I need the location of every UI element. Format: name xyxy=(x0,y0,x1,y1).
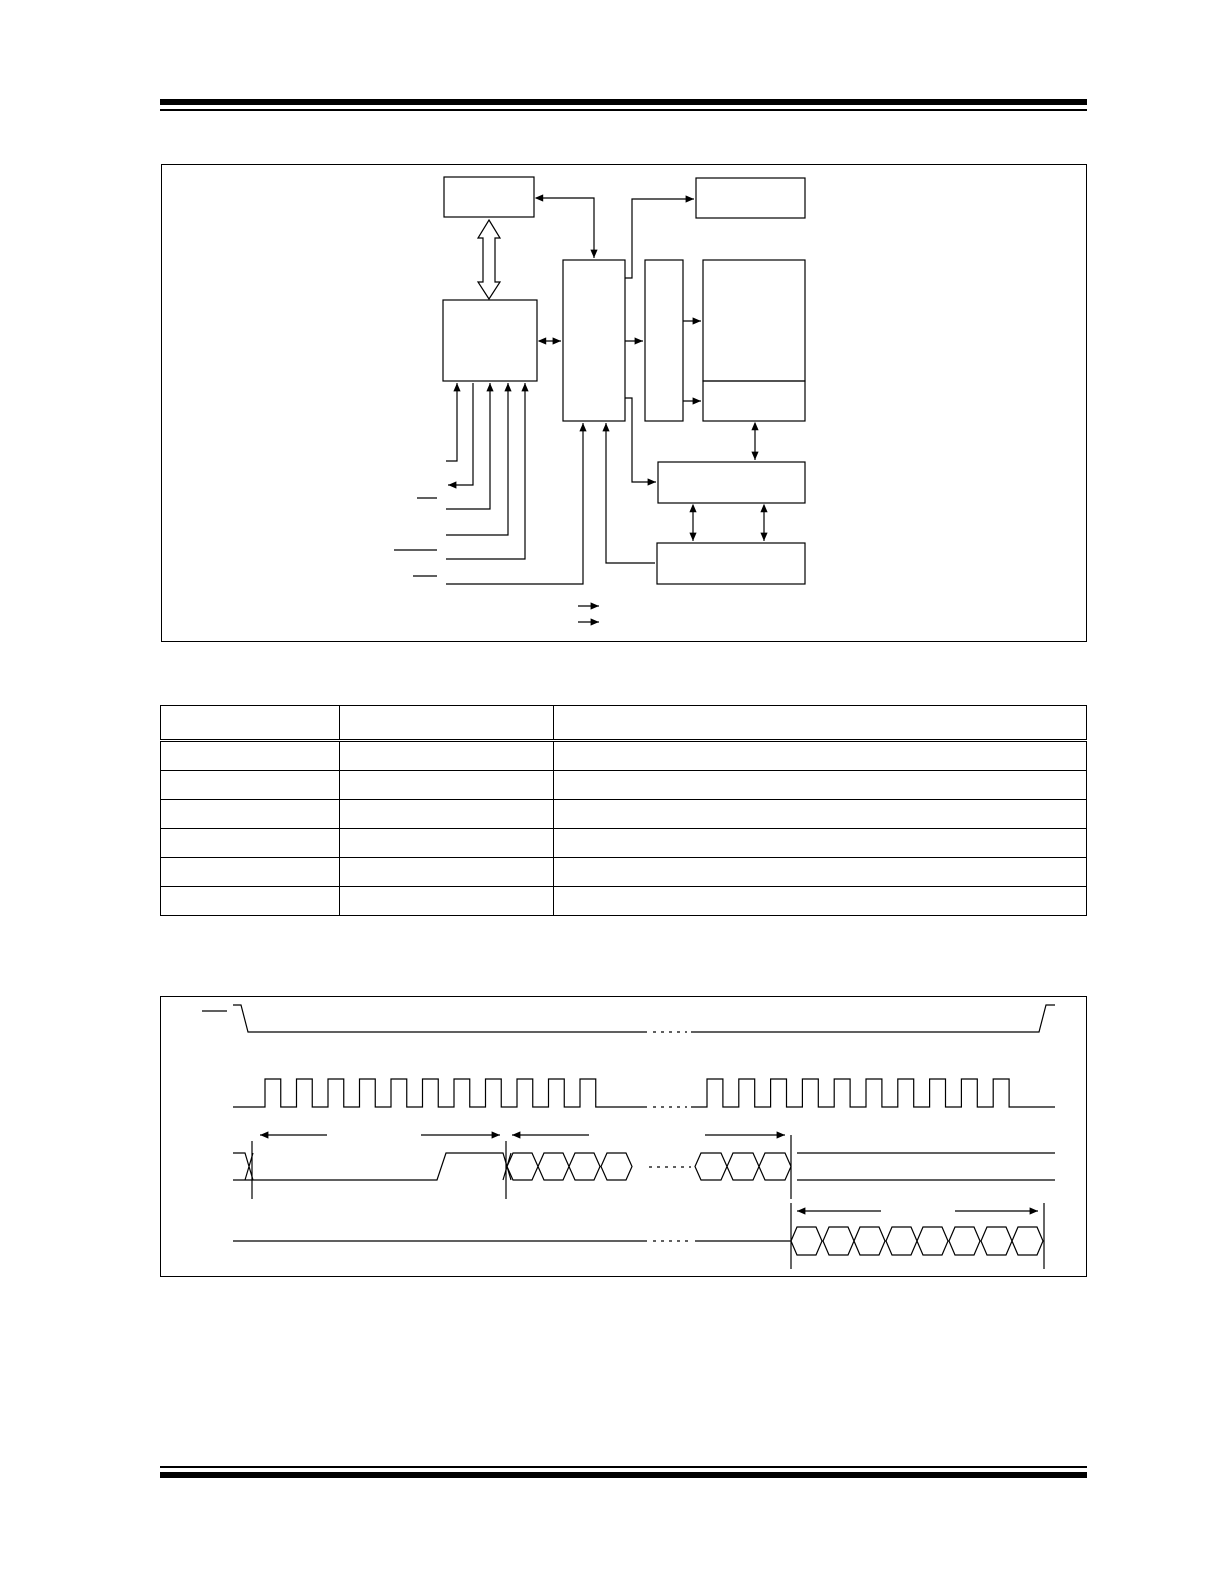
table-row xyxy=(160,770,1087,800)
data-out-bit xyxy=(853,1226,886,1256)
data-in-bit xyxy=(726,1152,760,1181)
bus-double-arrow xyxy=(476,218,502,301)
table-cell xyxy=(553,740,1087,771)
timing-diagram xyxy=(202,1004,1055,1269)
header-rule-thick xyxy=(160,99,1087,105)
footer-rule-thin xyxy=(160,1466,1087,1468)
table-cell xyxy=(553,770,1087,800)
table-cell xyxy=(160,740,340,771)
data-in-waveform xyxy=(233,1152,512,1181)
table-cell xyxy=(339,886,554,916)
data-in-bit xyxy=(600,1152,633,1181)
table-cell xyxy=(553,799,1087,829)
data-out-bit xyxy=(916,1226,949,1256)
data-out-bit xyxy=(885,1226,918,1256)
block-top-right xyxy=(695,177,806,219)
block-left-logic xyxy=(442,299,538,382)
data-in-bit xyxy=(758,1152,792,1181)
table-cell xyxy=(160,799,340,829)
cs-waveform xyxy=(233,1004,647,1033)
table-cell xyxy=(160,828,340,858)
clock-waveform xyxy=(233,1078,647,1108)
data-in-bit xyxy=(537,1152,570,1181)
table-header-row xyxy=(160,705,1087,742)
table-header-cell xyxy=(553,705,1087,742)
table-cell xyxy=(339,799,554,829)
table-cell xyxy=(160,770,340,800)
table-row xyxy=(160,828,1087,858)
data-out-bit xyxy=(948,1226,981,1256)
header-rule-thin xyxy=(160,109,1087,111)
data-in-bit xyxy=(506,1152,539,1181)
block-top-left xyxy=(443,176,535,218)
data-out-bit xyxy=(980,1226,1013,1256)
table-row xyxy=(160,740,1087,771)
block-bottom-right xyxy=(656,542,806,585)
timing-diagram-frame xyxy=(160,996,1087,1277)
block-memory-array xyxy=(702,259,806,382)
data-out-bit xyxy=(1011,1226,1044,1256)
data-out-bit xyxy=(822,1226,855,1256)
block-center-control xyxy=(562,259,626,422)
data-in-bit xyxy=(694,1152,728,1181)
block-diagram xyxy=(394,176,806,626)
table-header-cell xyxy=(160,705,340,742)
table-cell xyxy=(339,828,554,858)
table-cell xyxy=(553,857,1087,887)
table-row xyxy=(160,886,1087,916)
table-cell xyxy=(160,886,340,916)
table-cell xyxy=(553,828,1087,858)
table-row xyxy=(160,799,1087,829)
table-cell xyxy=(339,770,554,800)
pin-function-table xyxy=(160,705,1087,916)
block-mid-right xyxy=(657,461,806,504)
table-header-cell xyxy=(339,705,554,742)
table-row xyxy=(160,857,1087,887)
block-memory-bottom xyxy=(702,380,806,422)
table-cell xyxy=(339,857,554,887)
table-cell xyxy=(339,740,554,771)
data-in-bit xyxy=(568,1152,601,1181)
data-out-bit xyxy=(790,1226,823,1256)
block-diagram-frame xyxy=(161,164,1087,642)
block-decoder xyxy=(644,259,684,422)
footer-rule-thick xyxy=(160,1472,1087,1478)
table-cell xyxy=(160,857,340,887)
table-cell xyxy=(553,886,1087,916)
